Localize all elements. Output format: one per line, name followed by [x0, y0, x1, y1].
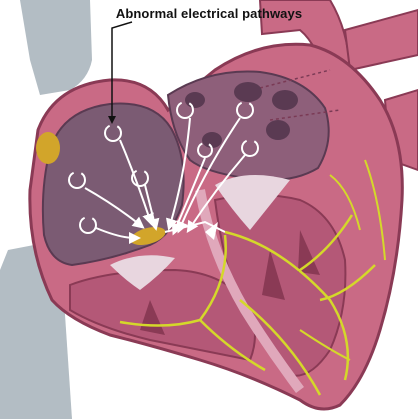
vein-opening	[272, 90, 298, 110]
vein-opening	[202, 132, 222, 148]
vein-opening	[185, 92, 205, 108]
vein-opening	[234, 82, 262, 102]
sinoatrial-node	[36, 132, 60, 164]
vein-opening	[266, 120, 290, 140]
diagram-title: Abnormal electrical pathways	[0, 6, 418, 21]
